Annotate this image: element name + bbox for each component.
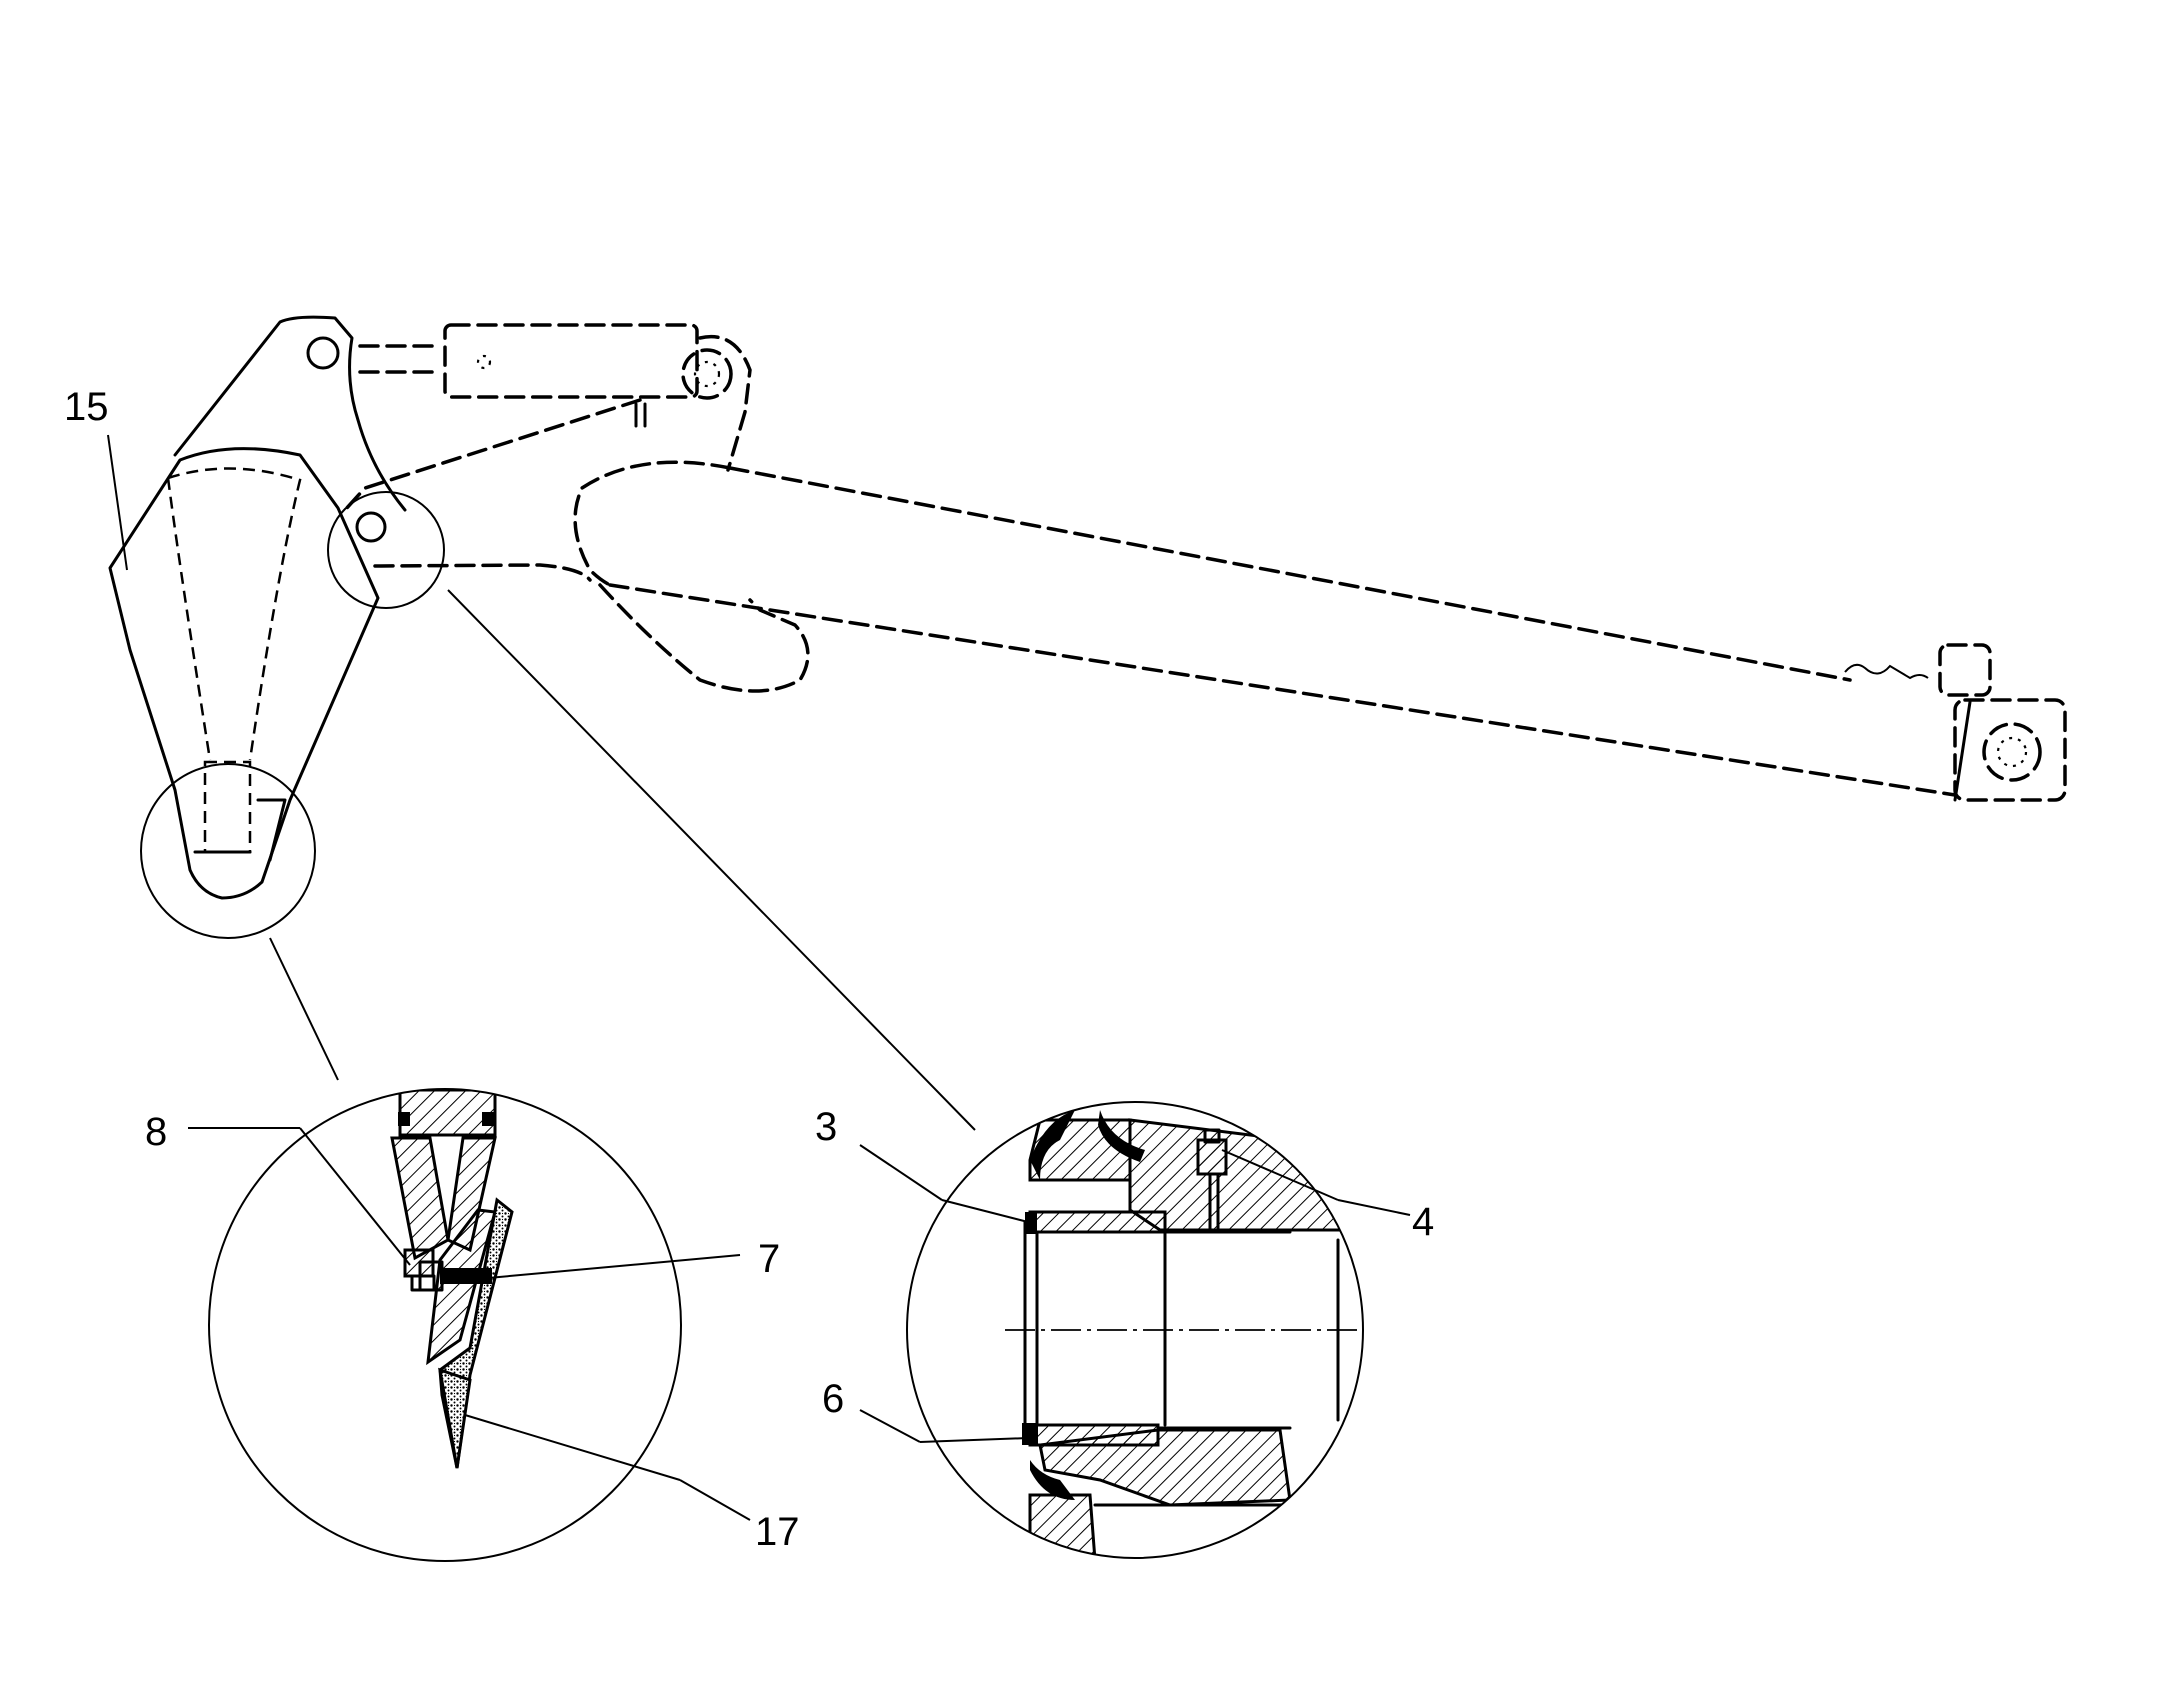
arm-end-mark <box>1953 700 1972 802</box>
lower-housing <box>1038 1428 1292 1507</box>
grease-nipple-body <box>1196 1138 1228 1176</box>
grease-nipple-head <box>1203 1128 1221 1144</box>
arm-end-block <box>1953 698 2067 802</box>
hydraulic-cylinder <box>443 323 699 399</box>
arm-end-bolt <box>1982 722 2042 782</box>
upper-pivot-pin <box>306 336 340 370</box>
leader-4 <box>1337 1199 1411 1216</box>
label-15: 15 <box>64 385 109 429</box>
leader-3 <box>859 1144 943 1201</box>
lower-pivot-pin <box>355 511 387 543</box>
label-6: 6 <box>822 1377 844 1421</box>
weld-top-left <box>1030 1110 1075 1180</box>
cylinder-end-pivot <box>681 348 733 400</box>
tip-lower <box>438 1367 472 1469</box>
weld-bottom <box>1030 1460 1075 1500</box>
leader-6b <box>919 1437 1029 1443</box>
reference-labels: 15 8 7 17 3 4 6 <box>64 385 1434 1554</box>
leader-17 <box>679 1479 751 1521</box>
leader-6 <box>859 1409 921 1443</box>
leader-8b <box>299 1127 411 1266</box>
arm-end-fitting-top <box>1938 643 1992 697</box>
leader-17b <box>464 1414 681 1481</box>
detail-leader-left <box>269 937 339 1081</box>
left-detail-view <box>208 1088 682 1562</box>
locking-element-base <box>410 1274 436 1292</box>
tine-tip-solid <box>193 798 287 862</box>
right-detail-view <box>906 1101 1364 1559</box>
leader-7 <box>487 1254 741 1279</box>
cylinder-port <box>476 354 492 370</box>
label-17: 17 <box>755 1510 800 1554</box>
bushing-top <box>1028 1210 1167 1234</box>
tine-socket-dashed <box>203 760 252 854</box>
leader-3b <box>941 1199 1029 1223</box>
label-3: 3 <box>815 1105 837 1149</box>
internal-dashed-profile <box>166 467 302 761</box>
tine-holder-pivot-circle <box>327 491 445 609</box>
right-detail-circle <box>906 1101 1364 1559</box>
main-assembly <box>108 315 2067 900</box>
link-plate <box>343 335 752 582</box>
dashed-arm <box>573 460 1957 797</box>
leader-15 <box>107 434 128 571</box>
label-4: 4 <box>1412 1200 1434 1244</box>
detail-leader-right <box>447 589 976 1131</box>
tine-holder-body <box>108 447 380 900</box>
holder-left-wall <box>390 1136 450 1261</box>
arm-end-squiggle <box>1844 663 1929 680</box>
lower-flange <box>1028 1493 1097 1558</box>
arm-bracket-lower <box>598 583 810 693</box>
cylinder-end-pivot-inner <box>693 360 721 388</box>
weld-top-mid <box>1098 1110 1145 1162</box>
label-7: 7 <box>758 1237 780 1281</box>
bore-outline <box>1023 1220 1167 1442</box>
tine-detail-marker-circle <box>140 763 316 939</box>
tine-holder-cap <box>398 1089 497 1137</box>
arm-end-bolt-inner <box>1996 736 2028 768</box>
cylinder-rod <box>358 344 442 374</box>
label-leaders <box>107 434 1411 1521</box>
fixing-bolt <box>440 1268 492 1284</box>
cap-seal-left <box>398 1112 410 1126</box>
cap-seal-right <box>482 1112 494 1126</box>
bushing-seal-top <box>1025 1212 1037 1234</box>
label-8: 8 <box>145 1110 167 1154</box>
leader-4b <box>1221 1149 1339 1201</box>
support-bracket <box>173 315 407 512</box>
